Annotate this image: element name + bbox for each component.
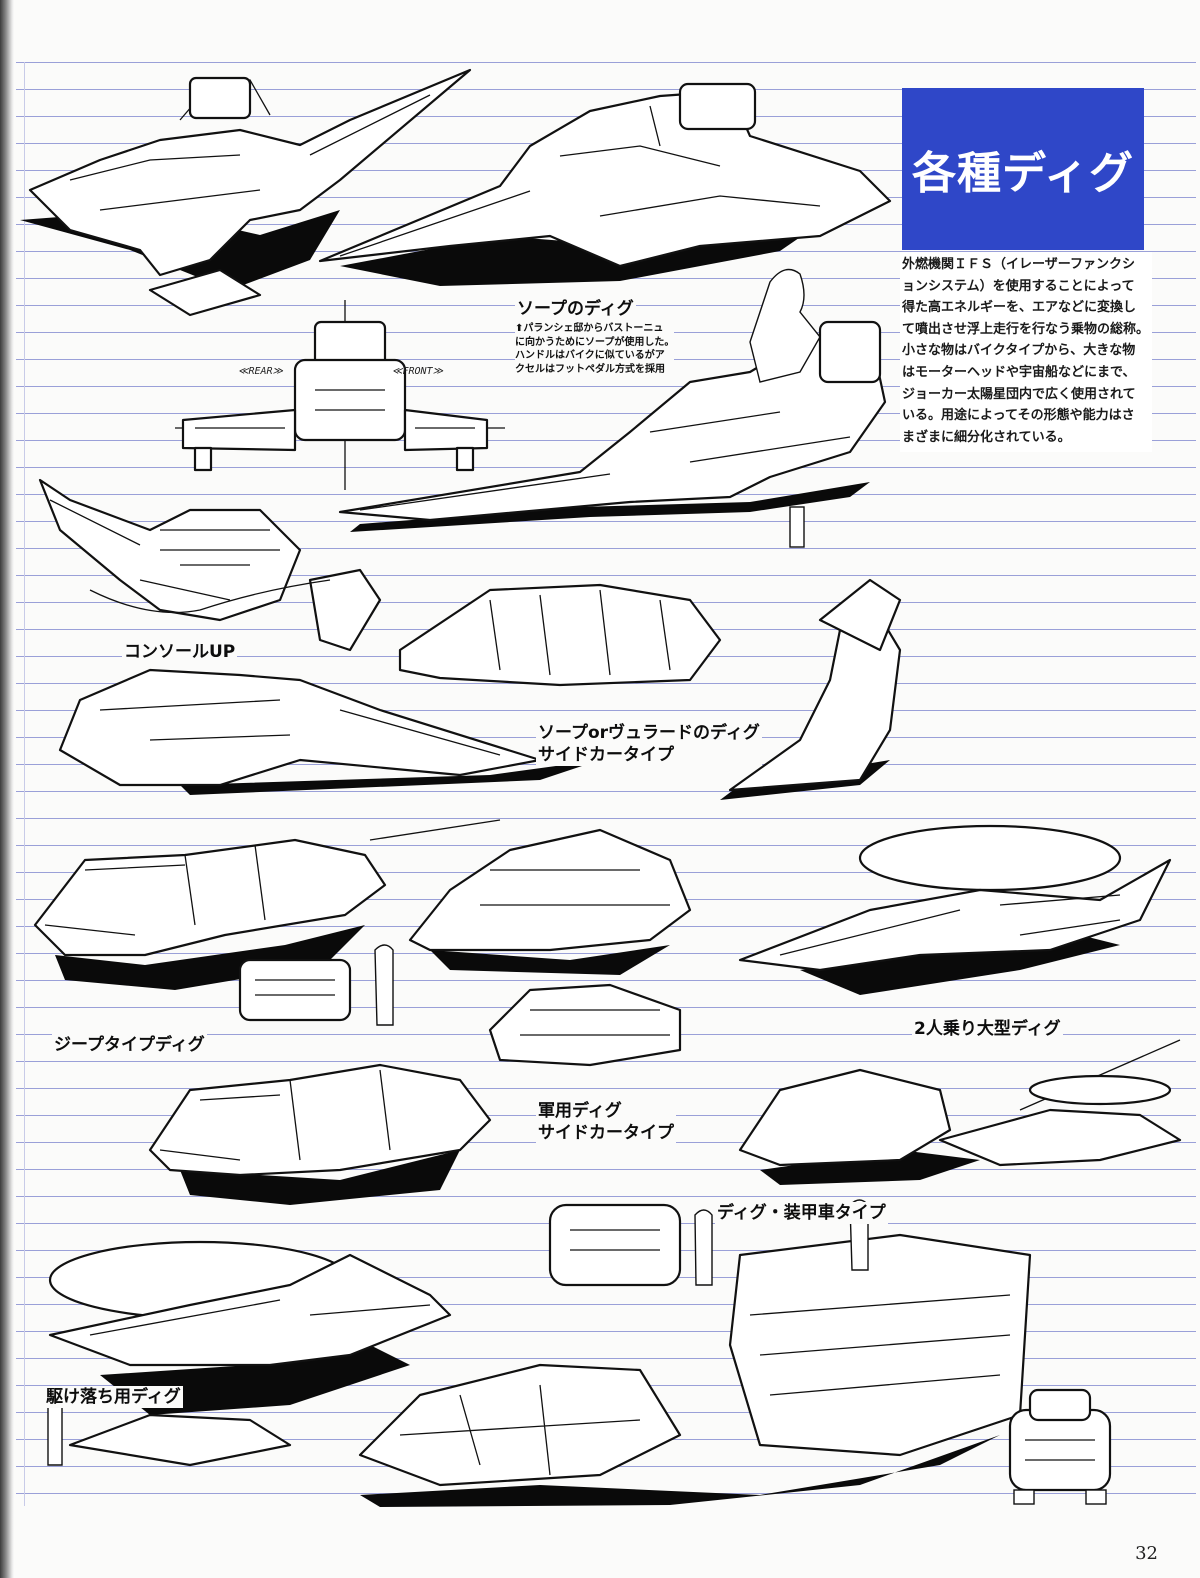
description-line: まざまに細分化されている。	[902, 429, 1071, 445]
soap-dig-illustration	[338, 268, 887, 548]
soap-dig-note-line: クセルはフットペダル方式を採用	[515, 363, 665, 375]
elopement-caption: 駆け落ち用ディグ	[44, 1386, 183, 1408]
armored-dig-illustration	[358, 1199, 1032, 1507]
two-seat-caption: 2人乗り大型ディグ	[912, 1018, 1063, 1040]
armored-dig-rear-view	[1008, 1388, 1112, 1505]
front-view-label: ≪FRONT≫	[392, 366, 444, 377]
description-line: ジョーカー太陽星団内で広く使用されて	[902, 386, 1136, 402]
soap-dig-note-line: ハンドルはバイクに似ているがア	[515, 350, 665, 361]
page-title: 各種ディグ	[912, 148, 1134, 199]
soap-dig-note: ⬆パランシェ邸からバストーニュ に向かうためにソープが使用した。 ハンドルはバイ…	[515, 322, 675, 376]
description-line: はモーターヘッドや宇宙船などにまで、	[902, 364, 1136, 380]
description-line: 得た高エネルギーを、エアなどに変換し	[902, 300, 1137, 316]
dig-illustration-top-center	[318, 82, 892, 286]
description-text: 外燃機関ＩＦＳ（イレーザーファンクシ ョンシステム）を使用することによって 得た…	[900, 252, 1152, 453]
jeep-dig-illustration	[33, 838, 394, 1026]
console-up-caption: コンソールUP	[122, 641, 238, 663]
soap-dig-note-line: に向かうためにソープが使用した。	[515, 336, 675, 348]
description-line: いる。用途によってその形態や能力はさ	[902, 408, 1135, 424]
console-up-illustration	[38, 478, 382, 652]
page-number: 32	[1135, 1543, 1158, 1564]
military-sidecar-caption-line: サイドカータイプ	[538, 1123, 674, 1143]
sidecar-caption-line: サイドカータイプ	[538, 745, 674, 765]
military-sidecar-caption: 軍用ディグ サイドカータイプ	[536, 1100, 676, 1144]
sidecar-caption-line: ソープorヴュラードのディグ	[538, 723, 760, 743]
military-sidecar-right-illustration	[738, 1039, 1182, 1185]
armored-caption: ディグ・装甲車タイプ	[715, 1202, 888, 1224]
margin-line	[24, 62, 25, 1506]
jeep-caption: ジープタイプディグ	[52, 1034, 207, 1056]
description-line: て噴出させ浮上走行を行なう乗物の総称。	[902, 321, 1150, 337]
description-line: ョンシステム）を使用することによって	[902, 278, 1135, 294]
rear-view-label: ≪REAR≫	[238, 366, 284, 377]
sidecar-dig-illustration	[58, 578, 902, 800]
sidecar-caption: ソープorヴュラードのディグ サイドカータイプ	[536, 722, 762, 766]
military-sidecar-dig-illustration	[369, 819, 692, 1067]
jeep-dig-large-illustration	[148, 1063, 492, 1205]
title-box: 各種ディグ	[902, 88, 1144, 250]
soap-dig-note-line: ⬆パランシェ邸からバストーニュ	[515, 323, 664, 334]
dig-illustration-rear-front-view	[175, 300, 505, 490]
book-binding-edge	[0, 0, 14, 1578]
description-line: 小さな物はバイクタイプから、大きな物	[902, 343, 1136, 359]
military-sidecar-caption-line: 軍用ディグ	[538, 1101, 622, 1121]
soap-dig-caption: ソープのディグ	[515, 298, 636, 320]
two-seat-large-dig-illustration	[738, 824, 1172, 995]
description-line: 外燃機関ＩＦＳ（イレーザーファンクシ	[902, 257, 1135, 272]
dig-illustration-top-left	[20, 68, 472, 317]
